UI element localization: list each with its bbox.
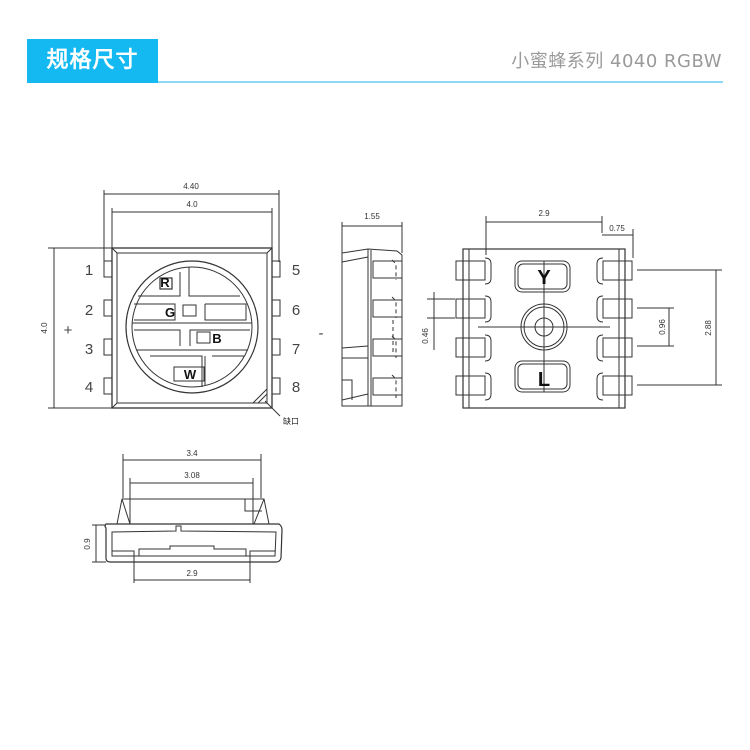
front-view	[92, 454, 283, 583]
top-view: 4.40 4.0 4.0	[40, 182, 281, 417]
dim-bottom: 2.9	[186, 569, 198, 578]
chip-label-b: B	[212, 331, 221, 346]
dim-inner: 3.08	[184, 471, 200, 480]
dim-depth: 1.55	[364, 212, 380, 221]
pin-label-3: 3	[85, 341, 93, 358]
chip-label-w: W	[184, 367, 197, 382]
pin-label-5: 5	[292, 262, 300, 279]
product-series-label: 小蜜蜂系列 4040 RGBW	[511, 51, 722, 72]
header-divider	[158, 81, 723, 83]
chip-label-g: G	[165, 305, 175, 320]
polarity-plus: +	[64, 322, 73, 339]
pin-label-6: 6	[292, 302, 300, 319]
dim-pad-span: 2.9	[538, 209, 550, 218]
notch-label: 缺口	[283, 416, 299, 426]
dim-inner-width: 4.0	[186, 200, 198, 209]
pad-label-y: Y	[537, 267, 551, 289]
dim-total-span: 2.88	[704, 320, 713, 336]
pin-label-1: 1	[85, 262, 93, 279]
dim-outer: 3.4	[186, 449, 198, 458]
section-title: 规格尺寸	[27, 39, 158, 83]
pin-label-4: 4	[85, 379, 93, 396]
dim-pad-width: 0.75	[609, 224, 625, 233]
side-view	[341, 222, 403, 407]
dim-front-height: 0.9	[83, 538, 92, 550]
chip-label-r: R	[160, 275, 170, 290]
dim-pitch: 0.96	[658, 319, 667, 335]
dim-height: 4.0	[40, 322, 49, 334]
dim-outer-width: 4.40	[183, 182, 199, 191]
pin-label-2: 2	[85, 302, 93, 319]
bottom-view	[427, 216, 722, 409]
pin-label-8: 8	[292, 379, 300, 396]
pin-label-7: 7	[292, 341, 300, 358]
polarity-minus: -	[319, 325, 324, 342]
pad-label-l: L	[538, 369, 550, 391]
dim-pad-height: 0.46	[421, 328, 430, 344]
